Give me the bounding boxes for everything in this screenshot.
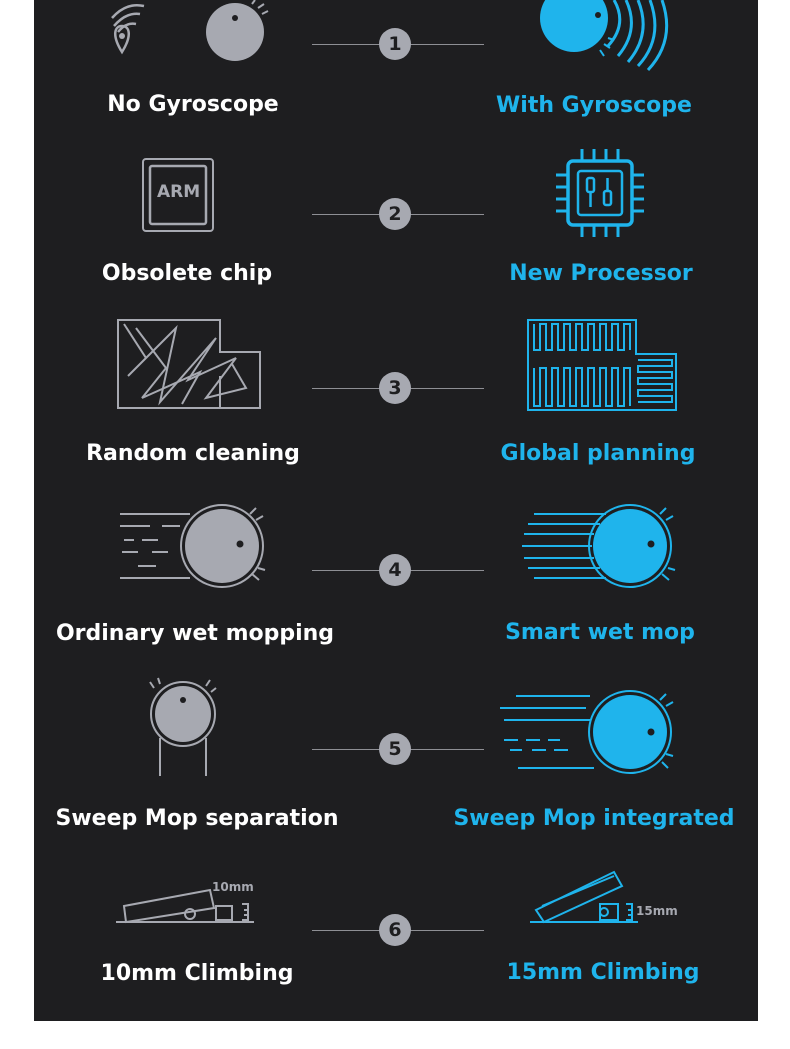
robot-motion-lines-blue-icon (522, 504, 676, 588)
climb-10mm-icon (116, 888, 254, 924)
robot-integrated-mop-icon (500, 690, 674, 774)
climb-15mm-icon (530, 870, 638, 924)
height-text-15mm: 15mm (636, 904, 678, 918)
robot-gyroscope-waves-icon (540, 0, 669, 72)
robot-motion-lines-icon (120, 504, 266, 588)
label-no-gyroscope: No Gyroscope (107, 92, 279, 117)
planned-path-map-icon (527, 319, 677, 411)
step-number-badge: 3 (379, 372, 411, 404)
robot-gps-signal-icon (111, 0, 269, 61)
chip-text: ARM (157, 182, 201, 202)
step-number-badge: 6 (379, 914, 411, 946)
label-smart-wet-mop: Smart wet mop (505, 620, 695, 645)
label-global-planning: Global planning (500, 441, 696, 466)
label-10mm-climbing: 10mm Climbing (100, 961, 294, 986)
label-random-cleaning: Random cleaning (86, 441, 300, 466)
label-with-gyroscope: With Gyroscope (496, 93, 692, 118)
arm-chip-icon (142, 158, 214, 232)
label-obsolete-chip: Obsolete chip (101, 261, 273, 286)
label-sweep-mop-integrated: Sweep Mop integrated (453, 806, 735, 831)
label-new-processor: New Processor (509, 261, 693, 286)
step-number-badge: 5 (379, 733, 411, 765)
height-text-10mm: 10mm (212, 880, 254, 894)
robot-separate-mop-icon (149, 677, 217, 776)
step-number-badge: 4 (379, 554, 411, 586)
step-number-badge: 2 (379, 198, 411, 230)
random-path-map-icon (117, 319, 261, 409)
label-ordinary-wet-mopping: Ordinary wet mopping (55, 621, 335, 646)
label-15mm-climbing: 15mm Climbing (506, 960, 700, 985)
label-sweep-mop-separation: Sweep Mop separation (55, 806, 339, 831)
processor-chip-icon (556, 149, 644, 237)
step-number-badge: 1 (379, 28, 411, 60)
